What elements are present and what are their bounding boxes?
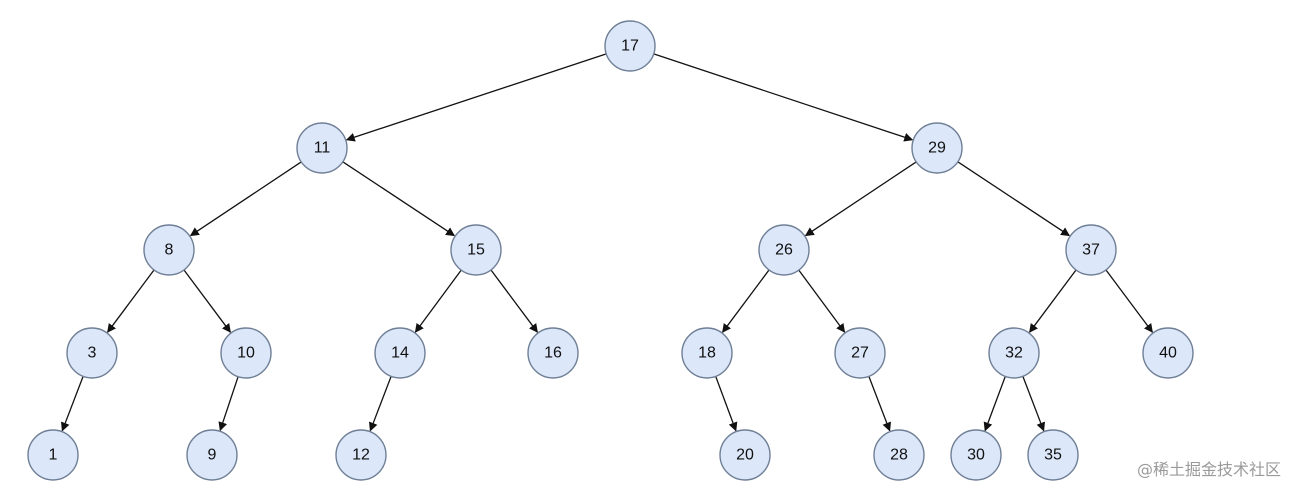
node-circle-20 bbox=[719, 429, 771, 481]
node-label-30: 30 bbox=[967, 447, 985, 464]
tree-node-12: 12 bbox=[335, 429, 387, 481]
tree-node-9: 9 bbox=[186, 429, 238, 481]
tree-node-30: 30 bbox=[950, 429, 1002, 481]
node-circle-26 bbox=[758, 224, 810, 276]
node-label-29: 29 bbox=[928, 140, 946, 157]
edge-8-to-3 bbox=[107, 269, 155, 333]
edge-18-to-20 bbox=[715, 376, 738, 432]
node-label-1: 1 bbox=[49, 447, 58, 464]
tree-node-28: 28 bbox=[873, 429, 925, 481]
node-label-40: 40 bbox=[1159, 345, 1177, 362]
edge-26-to-27 bbox=[798, 269, 846, 333]
edge-32-to-35 bbox=[1022, 376, 1046, 432]
node-label-17: 17 bbox=[621, 38, 639, 55]
tree-node-37: 37 bbox=[1065, 224, 1117, 276]
node-circle-1 bbox=[27, 429, 79, 481]
watermark-text: @稀土掘金技术社区 bbox=[1136, 460, 1281, 479]
node-circle-8 bbox=[143, 224, 195, 276]
node-circle-3 bbox=[66, 327, 118, 379]
tree-node-40: 40 bbox=[1142, 327, 1194, 379]
node-circle-14 bbox=[374, 327, 426, 379]
tree-node-27: 27 bbox=[834, 327, 886, 379]
edge-17-to-11 bbox=[345, 53, 607, 142]
node-circle-10 bbox=[220, 327, 272, 379]
tree-node-29: 29 bbox=[911, 122, 963, 174]
edge-27-to-28 bbox=[868, 376, 892, 432]
node-circle-37 bbox=[1065, 224, 1117, 276]
node-label-8: 8 bbox=[165, 242, 174, 259]
tree-node-35: 35 bbox=[1027, 429, 1079, 481]
node-label-11: 11 bbox=[314, 140, 331, 157]
node-circle-28 bbox=[873, 429, 925, 481]
tree-node-1: 1 bbox=[27, 429, 79, 481]
node-label-9: 9 bbox=[208, 447, 217, 464]
node-circle-16 bbox=[527, 327, 579, 379]
node-label-26: 26 bbox=[775, 242, 793, 259]
edges-layer bbox=[60, 53, 1153, 432]
tree-node-11: 11 bbox=[296, 122, 348, 174]
edge-14-to-12 bbox=[368, 376, 392, 432]
tree-node-17: 17 bbox=[604, 20, 656, 72]
tree-node-15: 15 bbox=[450, 224, 502, 276]
edge-11-to-8 bbox=[189, 161, 302, 237]
node-circle-32 bbox=[988, 327, 1040, 379]
node-label-16: 16 bbox=[544, 345, 562, 362]
node-circle-30 bbox=[950, 429, 1002, 481]
edge-26-to-18 bbox=[722, 269, 770, 333]
tree-node-3: 3 bbox=[66, 327, 118, 379]
edge-37-to-40 bbox=[1105, 269, 1153, 333]
node-circle-18 bbox=[681, 327, 733, 379]
edge-17-to-29 bbox=[653, 53, 914, 142]
node-label-10: 10 bbox=[237, 345, 255, 362]
edge-29-to-37 bbox=[957, 161, 1071, 237]
tree-node-8: 8 bbox=[143, 224, 195, 276]
node-circle-11 bbox=[296, 122, 348, 174]
node-circle-12 bbox=[335, 429, 387, 481]
node-circle-40 bbox=[1142, 327, 1194, 379]
edge-3-to-1 bbox=[60, 376, 84, 432]
node-label-32: 32 bbox=[1005, 345, 1023, 362]
node-label-3: 3 bbox=[88, 345, 97, 362]
nodes-layer: 17 11 29 8 15 26 37 3 10 14 16 18 27 32 40 1 9 12 20 28 30 35 bbox=[27, 20, 1194, 481]
tree-node-18: 18 bbox=[681, 327, 733, 379]
edge-29-to-26 bbox=[804, 161, 917, 237]
tree-node-16: 16 bbox=[527, 327, 579, 379]
node-circle-29 bbox=[911, 122, 963, 174]
tree-node-14: 14 bbox=[374, 327, 426, 379]
node-circle-17 bbox=[604, 20, 656, 72]
edge-15-to-14 bbox=[414, 269, 462, 333]
tree-node-20: 20 bbox=[719, 429, 771, 481]
node-circle-9 bbox=[186, 429, 238, 481]
tree-node-10: 10 bbox=[220, 327, 272, 379]
node-label-27: 27 bbox=[851, 345, 869, 362]
edge-10-to-9 bbox=[218, 376, 239, 432]
node-label-14: 14 bbox=[391, 345, 409, 362]
node-circle-15 bbox=[450, 224, 502, 276]
node-label-12: 12 bbox=[352, 447, 370, 464]
edge-15-to-16 bbox=[490, 269, 538, 333]
node-label-15: 15 bbox=[467, 242, 485, 259]
tree-node-32: 32 bbox=[988, 327, 1040, 379]
node-label-20: 20 bbox=[736, 447, 754, 464]
edge-37-to-32 bbox=[1029, 269, 1077, 333]
edge-32-to-30 bbox=[983, 376, 1006, 432]
edge-11-to-15 bbox=[342, 161, 456, 237]
node-label-35: 35 bbox=[1044, 447, 1062, 464]
node-label-28: 28 bbox=[890, 447, 908, 464]
node-label-37: 37 bbox=[1082, 242, 1100, 259]
tree-node-26: 26 bbox=[758, 224, 810, 276]
edge-8-to-10 bbox=[183, 269, 231, 333]
node-circle-35 bbox=[1027, 429, 1079, 481]
node-circle-27 bbox=[834, 327, 886, 379]
node-label-18: 18 bbox=[698, 345, 716, 362]
